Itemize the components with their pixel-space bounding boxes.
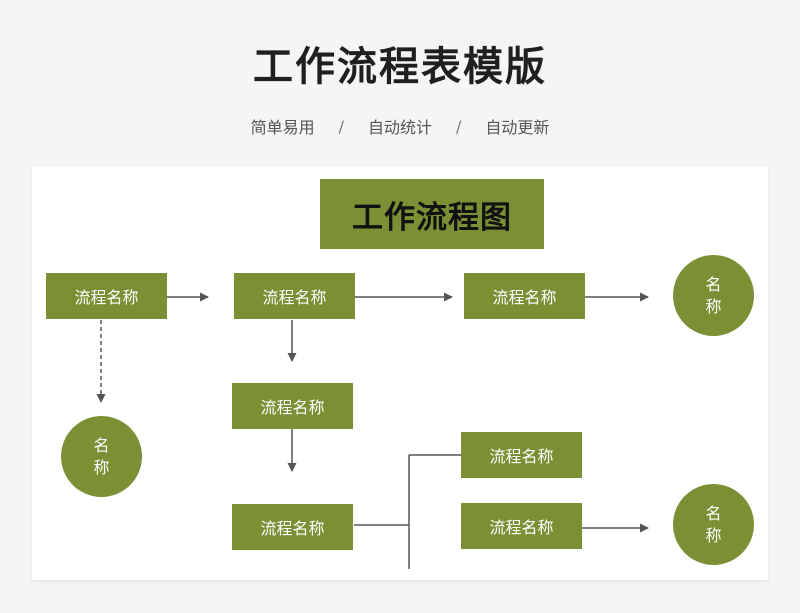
- diagram-title: 工作流程图: [320, 179, 544, 249]
- feature-auto-stats: 自动统计: [367, 118, 432, 137]
- separator: /: [456, 116, 462, 136]
- connectors: [96, 292, 649, 569]
- terminal-label: 名称: [705, 503, 722, 545]
- terminal-node-1: 名称: [673, 255, 754, 336]
- process-node-7: 流程名称: [461, 503, 582, 549]
- process-node-6: 流程名称: [461, 432, 582, 478]
- terminal-label: 名称: [93, 435, 110, 477]
- process-node-3: 流程名称: [464, 273, 585, 319]
- terminal-node-3: 名称: [673, 484, 754, 565]
- flowchart-canvas: 工作流程图 流程名称 流程名称 流程名称 流程名称 流程名称 流程名称 流程名称…: [32, 166, 768, 580]
- feature-auto-update: 自动更新: [485, 118, 550, 137]
- feature-easy: 简单易用: [250, 118, 315, 137]
- page-title: 工作流程表模版: [253, 44, 547, 90]
- process-node-2: 流程名称: [234, 273, 355, 319]
- feature-subtitle: 简单易用 / 自动统计 / 自动更新: [0, 114, 800, 138]
- process-node-5: 流程名称: [232, 504, 353, 550]
- terminal-node-2: 名称: [61, 416, 142, 497]
- terminal-label: 名称: [705, 274, 722, 316]
- process-node-4: 流程名称: [232, 383, 353, 429]
- process-node-1: 流程名称: [46, 273, 167, 319]
- separator: /: [338, 116, 344, 136]
